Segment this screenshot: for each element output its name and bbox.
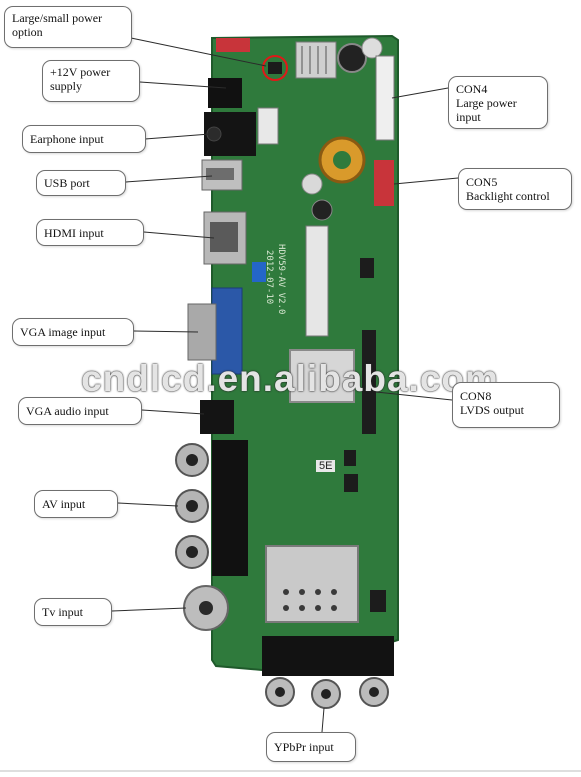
blue-jumper xyxy=(252,262,266,282)
callout-tv: Tv input xyxy=(34,598,112,626)
callout-earphone-text: Earphone input xyxy=(30,132,104,146)
toroid-core xyxy=(333,151,351,169)
ypbpr-jack-1-hole xyxy=(275,687,285,697)
leader-earphone xyxy=(144,133,211,140)
callout-power-option-line1: Large/small power xyxy=(12,11,103,25)
callout-12v-supply: +12V power supply xyxy=(42,60,140,102)
callout-con5: CON5 Backlight control xyxy=(458,168,572,210)
ypbpr-jack-block xyxy=(262,636,394,676)
callout-ypbpr: YPbPr input xyxy=(266,732,356,762)
hdmi-port-slot xyxy=(210,222,238,252)
callout-av: AV input xyxy=(34,490,118,518)
callout-con4-line1: CON4 xyxy=(456,82,488,96)
callout-12v-line1: +12V power xyxy=(50,65,111,79)
capacitor-mid-1 xyxy=(301,173,323,195)
callout-vga-audio-text: VGA audio input xyxy=(26,404,109,418)
power-jack xyxy=(208,78,242,108)
tv-input-connector-core xyxy=(199,601,213,615)
leader-ypbpr xyxy=(321,707,325,733)
leader-lines xyxy=(111,37,459,733)
capacitor-mid-2 xyxy=(311,199,333,221)
con5-connector xyxy=(374,160,394,206)
callout-con8-line1: CON8 xyxy=(460,389,492,403)
watermark: cndlcd.en.alibaba.com xyxy=(81,358,499,399)
top-red-connector xyxy=(216,38,250,52)
ribbon-connector xyxy=(305,225,329,337)
av-jack-block xyxy=(212,440,248,576)
leader-power-option xyxy=(130,37,267,67)
white-header-left xyxy=(257,107,279,145)
chip-mark: 5E xyxy=(316,460,336,472)
ypbpr-jack-2-hole xyxy=(321,689,331,699)
leader-vga-image xyxy=(133,330,199,333)
leader-usb xyxy=(125,175,213,183)
usb-port-slot xyxy=(206,168,234,180)
callout-con4: CON4 Large power input xyxy=(448,76,548,129)
callout-earphone: Earphone input xyxy=(22,125,146,153)
leader-hdmi xyxy=(143,231,215,239)
callout-ypbpr-text: YPbPr input xyxy=(274,740,334,754)
top-header xyxy=(295,41,337,79)
callout-usb: USB port xyxy=(36,170,126,196)
callout-con8-line2: LVDS output xyxy=(460,403,524,417)
callout-tv-text: Tv input xyxy=(42,605,83,619)
leader-vga-audio xyxy=(141,409,205,415)
vga-audio-jack xyxy=(200,400,234,434)
callout-vga-image-text: VGA image input xyxy=(20,325,106,339)
capacitor-top-2 xyxy=(361,37,383,59)
leader-con4 xyxy=(391,87,449,99)
leader-tv xyxy=(111,607,187,612)
callout-power-option: Large/small power option xyxy=(4,6,132,48)
av-jack-1-hole xyxy=(186,454,198,466)
callout-hdmi: HDMI input xyxy=(36,219,144,246)
callout-power-option-line2: option xyxy=(12,25,43,39)
capacitor-top-1 xyxy=(337,43,367,73)
con4-connector xyxy=(375,55,395,141)
ypbpr-jack-3-hole xyxy=(369,687,379,697)
con8-connector xyxy=(362,330,376,434)
callout-vga-audio: VGA audio input xyxy=(18,397,142,425)
callout-con4-line3: input xyxy=(456,110,481,124)
power-jumper xyxy=(268,62,282,74)
silkscreen-date: 2012-07-10 xyxy=(264,250,274,305)
leader-con5 xyxy=(393,177,459,185)
callout-vga-image: VGA image input xyxy=(12,318,134,346)
leader-av xyxy=(117,502,179,507)
callout-con4-line2: Large power xyxy=(456,96,517,110)
callout-av-text: AV input xyxy=(42,497,86,511)
callout-con5-line1: CON5 xyxy=(466,175,498,189)
leader-con8 xyxy=(375,391,453,401)
tv-tuner xyxy=(265,545,359,623)
main-ic xyxy=(289,349,355,403)
av-jack-2-hole xyxy=(186,500,198,512)
callout-12v-line2: supply xyxy=(50,79,83,93)
callout-con8: CON8 LVDS output xyxy=(452,382,560,428)
callout-hdmi-text: HDMI input xyxy=(44,226,104,240)
leader-12v xyxy=(139,81,227,89)
callout-usb-text: USB port xyxy=(44,176,90,190)
silkscreen-model: HDV59-AV V2.0 xyxy=(276,244,286,315)
power-option-highlight-ring xyxy=(262,55,288,81)
av-jack-3-hole xyxy=(186,546,198,558)
callout-con5-line2: Backlight control xyxy=(466,189,550,203)
